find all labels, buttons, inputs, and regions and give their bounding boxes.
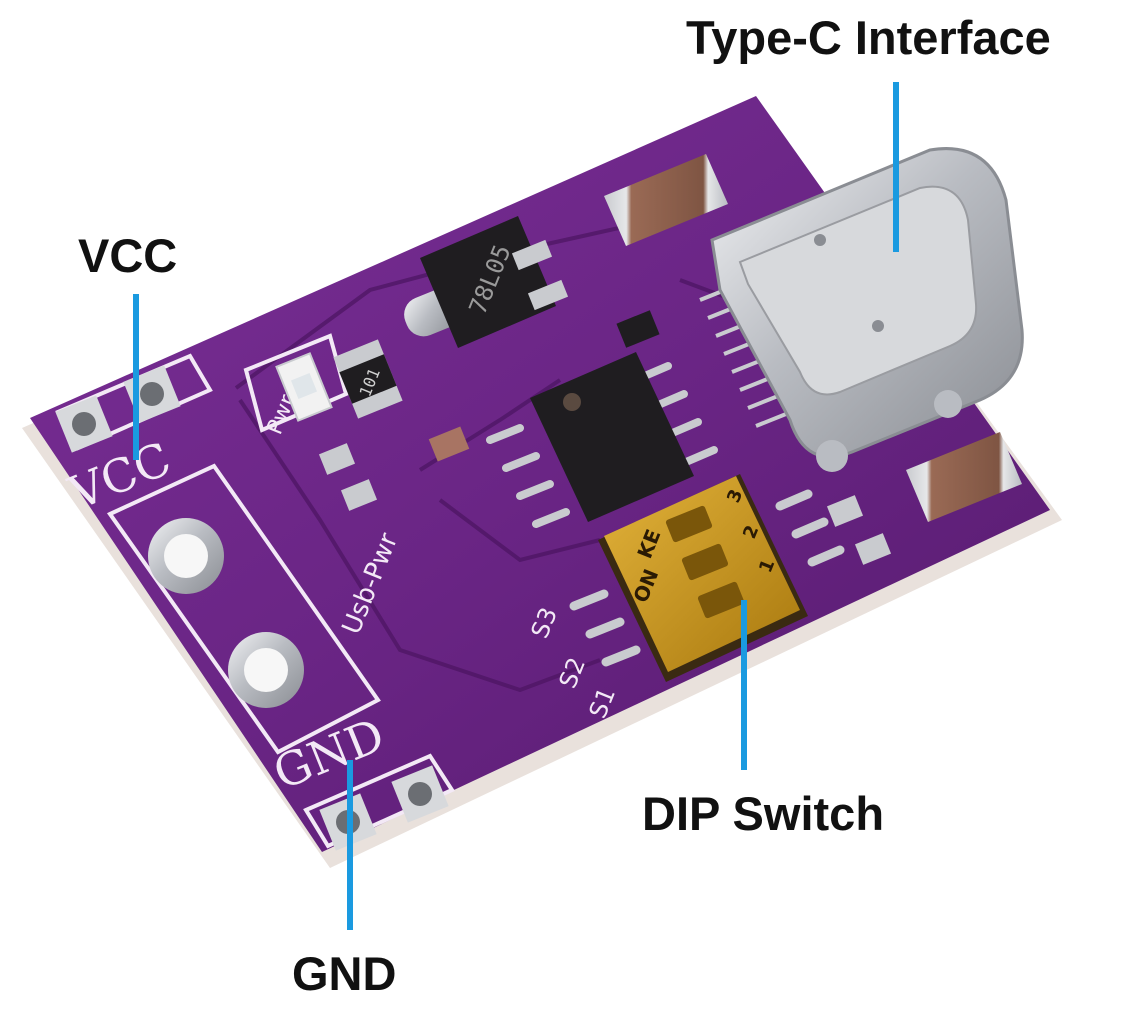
callout-label-gnd: GND <box>292 947 397 1000</box>
callout-label-vcc: VCC <box>78 229 178 282</box>
mounting-holes <box>148 518 304 708</box>
callout-lines <box>133 82 899 930</box>
capacitor-top <box>604 154 728 246</box>
callout-label-dip-switch: DIP Switch <box>642 787 885 840</box>
capacitor-bottom <box>906 432 1022 522</box>
smd-resistor: 101 <box>333 339 403 419</box>
usb-type-c-connector <box>699 147 1024 472</box>
pwr-led <box>275 352 333 422</box>
voltage-regulator: 78L05 <box>404 216 569 348</box>
small-smd-parts <box>318 310 892 565</box>
dip-switch: ON KE 1 2 3 <box>569 474 845 682</box>
main-ic <box>486 352 718 528</box>
callout-label-type-c: Type-C Interface <box>686 11 1051 64</box>
